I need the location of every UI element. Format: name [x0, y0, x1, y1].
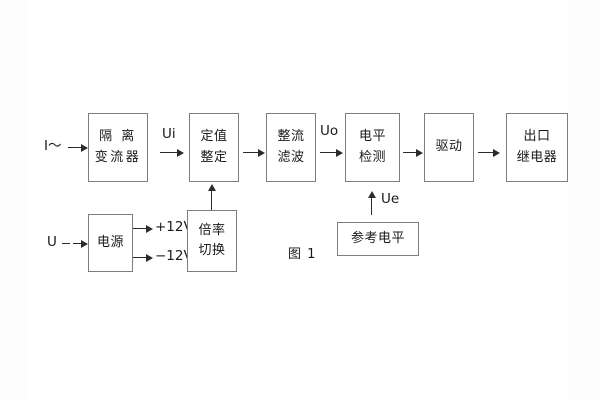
block-level-detection: 电平 检测: [345, 113, 400, 182]
block-reference-level: 参考电平: [337, 222, 419, 256]
arrow-ui-line: [160, 152, 178, 153]
ue-signal-label: Ue: [381, 191, 400, 207]
block-rectifier-filter-line-1: 整流: [277, 129, 305, 145]
block-setting-value: 定值 整定: [189, 113, 239, 182]
rail-positive-line: [133, 228, 147, 229]
current-input-label: I～: [44, 138, 62, 154]
block-rectifier-filter: 整流 滤波: [266, 113, 316, 182]
block-level-detection-line-2: 检测: [358, 149, 386, 165]
arrow-level-to-drive-head: [416, 148, 423, 157]
block-rectifier-filter-line-2: 滤波: [277, 149, 305, 165]
block-power-supply: 电源: [88, 214, 133, 272]
uo-signal-label: Uo: [320, 123, 339, 139]
block-setting-value-line-1: 定值: [200, 129, 228, 145]
right-background-band: [568, 0, 600, 400]
figure-caption: 图 1: [288, 247, 317, 262]
block-output-relay-line-2: 继电器: [516, 149, 558, 165]
block-isolation-transformer-line-2: 变流器: [94, 149, 142, 165]
block-setting-value-line-2: 整定: [200, 149, 228, 165]
block-output-relay-line-1: 出口: [523, 129, 551, 145]
voltage-input-label: U: [47, 234, 57, 250]
arrow-drive-to-relay-line: [478, 152, 494, 153]
block-reference-level-line-1: 参考电平: [350, 230, 405, 246]
arrow-voltage-in-head: [81, 239, 88, 248]
voltage-input-lead-1: [62, 243, 70, 244]
ui-signal-label: Ui: [162, 126, 176, 142]
arrow-setting-to-rectifier-line: [243, 152, 259, 153]
rail-negative-label: −12V: [155, 248, 193, 264]
block-multiplier-switch-line-2: 切换: [198, 243, 226, 258]
block-multiplier-switch: 倍率 切换: [187, 210, 237, 272]
arrow-level-to-drive-line: [403, 152, 417, 153]
arrow-current-in-head: [81, 143, 88, 152]
block-level-detection-line-1: 电平: [358, 129, 386, 145]
arrow-current-in-line: [68, 147, 82, 148]
rail-negative-head: [146, 253, 153, 262]
block-isolation-transformer-line-1: 隔 离: [99, 129, 137, 145]
arrow-setting-to-rectifier-head: [258, 148, 265, 157]
rail-positive-label: +12V: [155, 219, 193, 235]
block-drive: 驱动: [424, 113, 474, 182]
arrow-ui-head: [177, 148, 184, 157]
arrow-uo-head: [336, 148, 343, 157]
arrow-multiplier-to-setting-line: [211, 190, 212, 210]
block-power-supply-line-1: 电源: [96, 234, 124, 250]
block-isolation-transformer: 隔 离 变流器: [88, 113, 148, 182]
block-output-relay: 出口 继电器: [506, 113, 568, 182]
arrow-multiplier-to-setting-head: [207, 184, 216, 191]
rail-positive-head: [146, 224, 153, 233]
arrow-ue-head: [367, 191, 376, 198]
arrow-ue-line: [371, 197, 372, 215]
left-background-band: [0, 0, 28, 400]
block-multiplier-switch-line-1: 倍率: [198, 222, 226, 238]
arrow-uo-line: [320, 152, 337, 153]
arrow-voltage-in-line: [73, 243, 82, 244]
arrow-drive-to-relay-head: [493, 148, 500, 157]
block-drive-line-1: 驱动: [435, 139, 463, 155]
rail-negative-line: [133, 257, 147, 258]
